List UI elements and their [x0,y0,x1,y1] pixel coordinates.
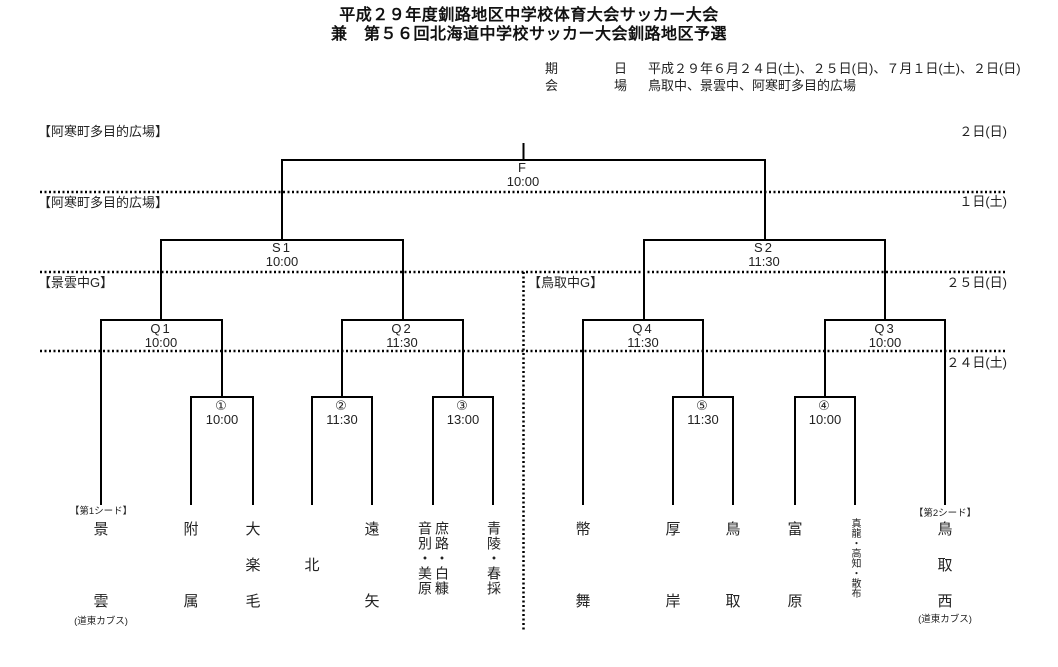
match-final-time: 10:00 [506,174,540,189]
team-column-1: 庶路・白糠 [434,521,450,596]
team-shinryu-kochi-chirippu: 真龍・高知・散布 [849,518,860,598]
match-q3: Q3 10:00 [840,322,930,350]
match-r2: ② 11:30 [297,399,387,427]
team-toya: 遠矢 [364,521,380,610]
seed1-note: 【第1シード】 [69,506,133,517]
team-fuzoku: 附属 [183,521,199,610]
match-q3-time: 10:00 [868,335,902,350]
match-r5-time: 11:30 [687,412,719,427]
match-s1-label: S1 [272,240,292,255]
match-q3-label: Q3 [874,321,896,336]
team-nusamai: 幣舞 [575,521,591,610]
info-date-label-2: 日 [614,61,628,76]
match-s2: S2 11:30 [719,241,809,269]
match-q2: Q2 11:30 [357,322,447,350]
match-q1-label: Q1 [150,321,172,336]
match-r2-label: ② [335,398,349,413]
venue-header-final: 【阿寒町多目的広場】 [38,124,169,139]
team-tottori-nishi: 鳥取西 [937,521,953,610]
venue-header-semi: 【阿寒町多目的広場】 [38,195,169,210]
day-label-semi: １日(土) [959,194,1007,209]
team-seiryo-harutori: 青陵・春採 [486,521,502,596]
page-title: 平成２９年度釧路地区中学校体育大会サッカー大会 兼 第５６回北海道中学校サッカー… [0,6,1058,44]
match-r1: ① 10:00 [177,399,267,427]
match-r4-label: ④ [818,398,832,413]
title-line-1: 平成２９年度釧路地区中学校体育大会サッカー大会 [339,7,719,24]
match-r4: ④ 10:00 [780,399,870,427]
team-akkeshi: 厚岸 [665,521,681,610]
match-s1-time: 10:00 [265,254,299,269]
venue-header-right-group: 【鳥取中G】 [528,275,604,290]
match-q4-label: Q4 [632,321,654,336]
match-s1: S1 10:00 [237,241,327,269]
match-r5-label: ⑤ [696,398,710,413]
team-tomihara: 富原 [787,521,803,610]
match-r1-label: ① [215,398,229,413]
match-r2-time: 11:30 [326,412,358,427]
team-otanoshike: 大楽毛 [245,521,261,610]
match-final: F 10:00 [478,161,568,189]
match-s2-time: 11:30 [748,254,780,269]
team-shoro-shiranuka-onbetsu-mihara: 庶路・白糠 音別・美原 [416,521,450,596]
match-r3: ③ 13:00 [418,399,508,427]
info-venue-label-2: 場 [614,78,628,93]
team-column-2: 音別・美原 [417,521,433,596]
team-kita: 北 [304,557,320,574]
match-r5: ⑤ 11:30 [658,399,748,427]
day-label-quarter: ２５日(日) [946,275,1007,290]
club-note-right: (道東カブス) [918,614,972,625]
match-r1-time: 10:00 [205,412,239,427]
info-date-label-1: 期 [545,61,559,76]
match-q1: Q1 10:00 [116,322,206,350]
info-date-value: 平成２９年６月２４日(土)、２５日(日)、７月１日(土)、２日(日) [648,61,1021,76]
match-q1-time: 10:00 [144,335,178,350]
team-tottori: 鳥取 [725,521,741,610]
info-venue-label-1: 会 [545,78,559,93]
day-label-round1: ２４日(土) [946,355,1007,370]
match-q4: Q4 11:30 [598,322,688,350]
day-label-final: ２日(日) [959,124,1007,139]
info-venue-value: 鳥取中、景雲中、阿寒町多目的広場 [648,78,857,93]
match-final-label: F [518,160,528,175]
team-keiun: 景雲 [93,521,109,610]
match-r3-time: 13:00 [446,412,480,427]
seed2-note: 【第2シード】 [913,508,977,519]
match-s2-label: S2 [754,240,774,255]
venue-header-left-group: 【景雲中G】 [38,275,114,290]
match-q2-time: 11:30 [386,335,418,350]
title-line-2: 兼 第５６回北海道中学校サッカー大会釧路地区予選 [330,26,727,43]
match-r4-time: 10:00 [808,412,842,427]
match-r3-label: ③ [456,398,470,413]
match-q2-label: Q2 [391,321,413,336]
club-note-left: (道東カブス) [74,616,128,627]
match-q4-time: 11:30 [627,335,659,350]
